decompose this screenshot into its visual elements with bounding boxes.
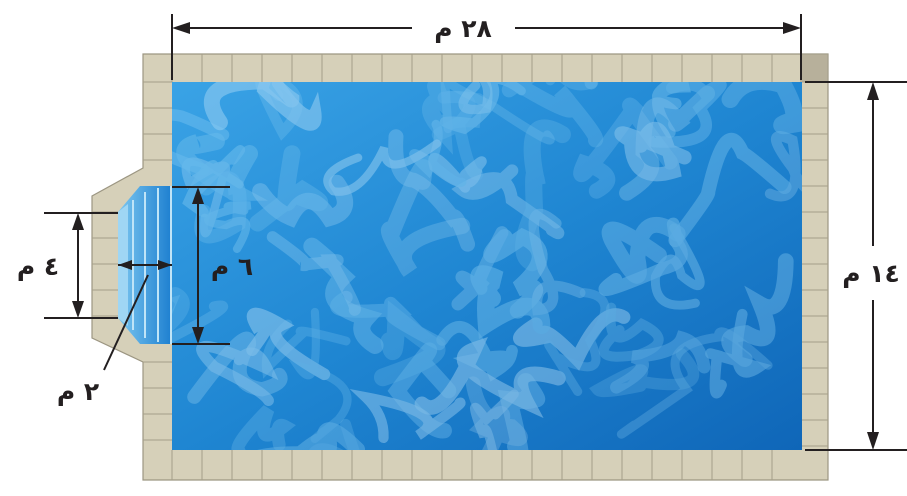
step-back-label: ٤ م [17,252,59,281]
width-label: ١٤ م [842,259,900,288]
step-depth-label: ٢ م [57,377,99,406]
dimension-length: ٢٨ م [171,14,802,80]
dimension-step-back: ٤ م [17,212,118,319]
pool-water [172,82,802,450]
step-opening-label: ٦ م [211,252,253,281]
length-label: ٢٨ م [434,14,492,43]
dimension-step-depth: ٢ م [57,260,172,406]
dimension-width: ١٤ م [805,81,907,451]
dimension-step-opening: ٦ م [172,186,253,345]
